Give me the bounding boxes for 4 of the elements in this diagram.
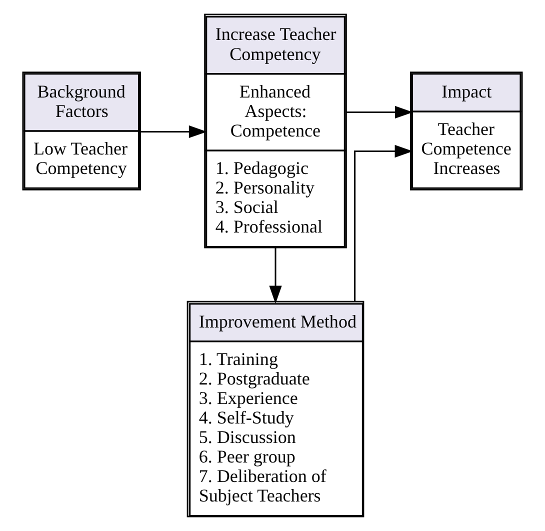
arrow <box>140 125 207 138</box>
arrow <box>354 144 413 302</box>
arrow <box>346 106 414 119</box>
arrow <box>269 248 282 304</box>
